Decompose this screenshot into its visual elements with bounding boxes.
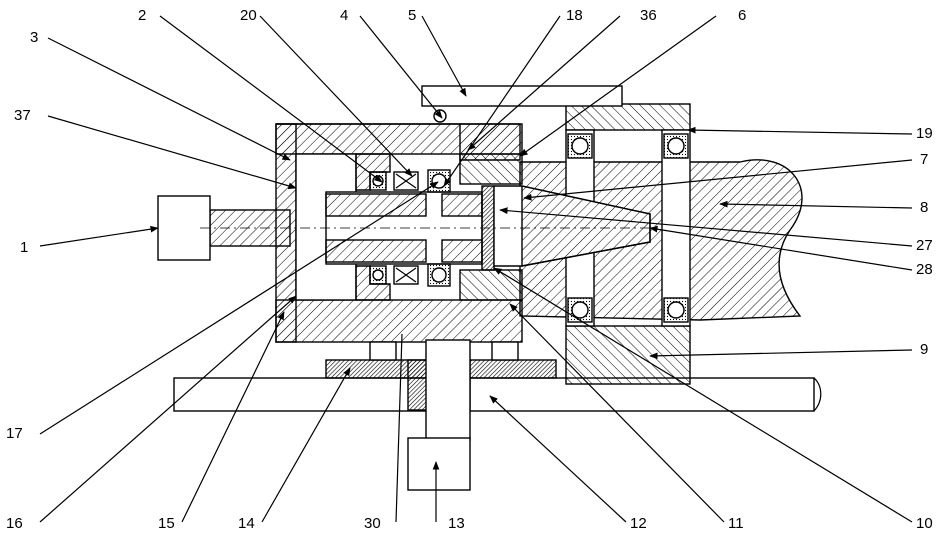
label-10: 10 xyxy=(916,515,933,532)
bottom-mount xyxy=(326,340,556,490)
label-12: 12 xyxy=(630,515,647,532)
label-6: 6 xyxy=(738,7,746,24)
label-7: 7 xyxy=(920,151,928,168)
label-5: 5 xyxy=(408,7,416,24)
label-2: 2 xyxy=(138,7,146,24)
label-8: 8 xyxy=(920,199,928,216)
label-18: 18 xyxy=(566,7,583,24)
label-17: 17 xyxy=(6,425,23,442)
label-14: 14 xyxy=(238,515,255,532)
label-3: 3 xyxy=(30,29,38,46)
label-20: 20 xyxy=(240,7,257,24)
label-36: 36 xyxy=(640,7,657,24)
label-9: 9 xyxy=(920,341,928,358)
label-16: 16 xyxy=(6,515,23,532)
label-15: 15 xyxy=(158,515,175,532)
label-28: 28 xyxy=(916,261,933,278)
label-13: 13 xyxy=(448,515,465,532)
label-1: 1 xyxy=(20,239,28,256)
base-plate xyxy=(174,378,821,411)
label-30: 30 xyxy=(364,515,381,532)
label-11: 11 xyxy=(728,515,744,532)
label-27: 27 xyxy=(916,237,933,254)
label-37: 37 xyxy=(14,107,31,124)
label-4: 4 xyxy=(340,7,348,24)
label-19: 19 xyxy=(916,125,933,142)
